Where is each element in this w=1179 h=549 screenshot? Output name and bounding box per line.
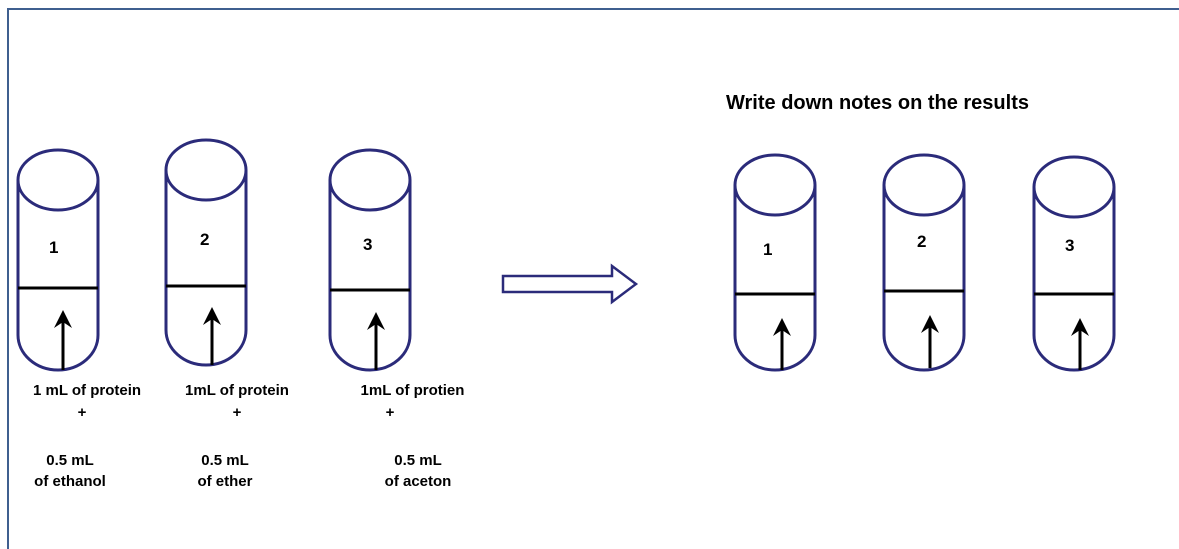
test-tube-icon [1032,155,1116,372]
reagent-label: of ethanol [34,473,106,490]
diagram-frame [7,8,1179,549]
up-arrow-icon [367,312,385,370]
up-arrow-icon [773,318,791,370]
right-hollow-arrow-icon [501,263,639,305]
test-tube-icon [328,148,412,372]
tube-number: 2 [200,230,210,249]
up-arrow-icon [54,310,72,370]
test-tube-icon [164,138,248,367]
up-arrow-icon [203,307,221,365]
test-tube-icon [733,153,817,372]
diagram-title: Write down notes on the results [726,92,1029,114]
tube-number: 2 [917,232,927,251]
up-arrow-icon [1071,318,1089,370]
tube-number: 3 [1065,236,1075,255]
plus-sign: + [77,404,87,421]
reagent-label: 1 mL of protein [32,382,142,399]
tube-number: 3 [363,235,373,254]
reagent-label: 1mL of protein [185,382,289,399]
reagent-label: 0.5 mL [394,452,442,469]
plus-sign: + [385,404,395,421]
reagent-label: 0.5 mL [201,452,249,469]
reagent-label: of aceton [384,473,452,490]
reagent-label: 0.5 mL [46,452,94,469]
up-arrow-icon [921,315,939,368]
reagent-label: of ether [197,473,253,490]
plus-sign: + [232,404,242,421]
test-tube-icon [16,148,100,372]
tube-number: 1 [763,240,773,259]
tube-number: 1 [49,238,59,257]
reagent-label: 1mL of protien [360,382,465,399]
test-tube-icon [882,153,966,372]
